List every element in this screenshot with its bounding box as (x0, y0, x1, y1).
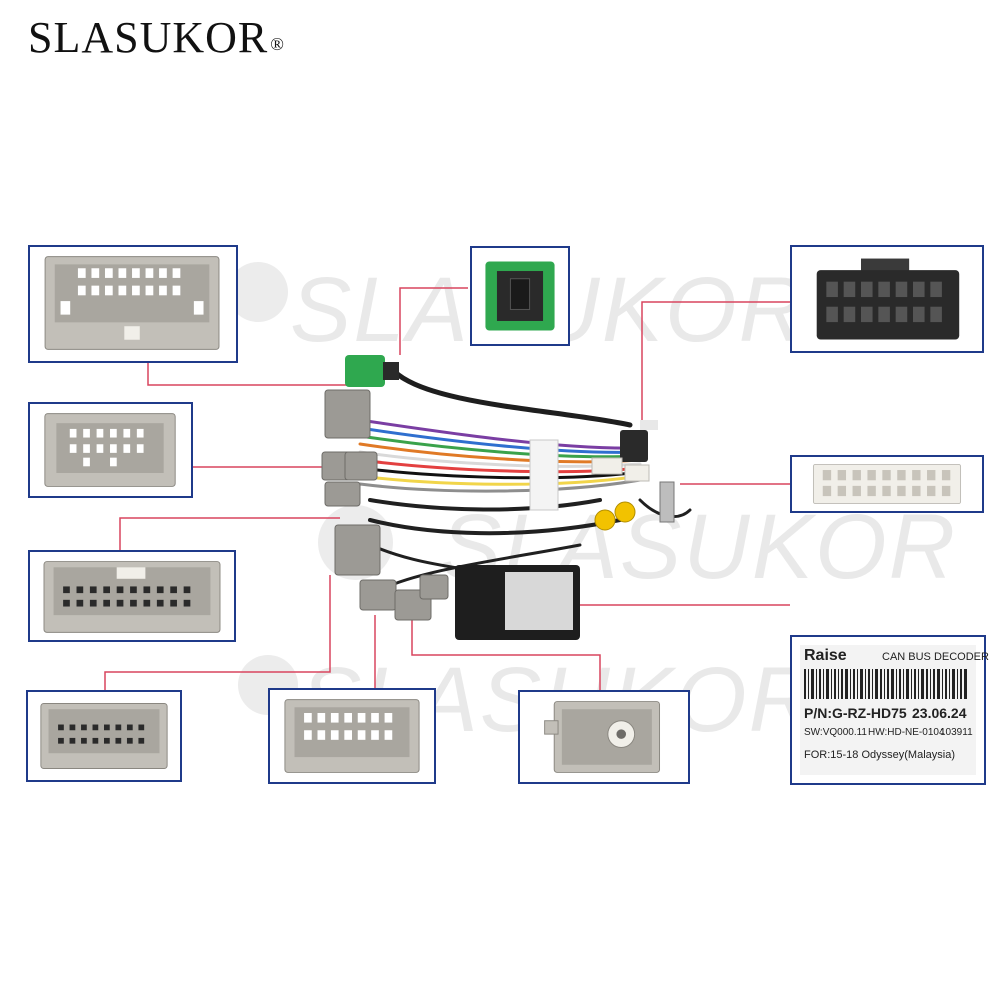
panel-connector-green (470, 246, 570, 346)
panel-connector-gray-antenna (518, 690, 690, 784)
green-connector-icon (485, 261, 555, 331)
white-small-connector-1 (591, 457, 623, 475)
gray-connector-icon (44, 256, 220, 350)
decoder-label-sticker: Raise CAN BUS DECODER (800, 645, 989, 775)
decoder-date: 23.06.24 (912, 705, 967, 721)
registered-mark: ® (270, 34, 285, 54)
panel-connector-gray-24pin-top-left (28, 245, 238, 363)
panel-connector-white-24pin (790, 455, 984, 513)
panel-canbus-decoder-label: Raise CAN BUS DECODER (790, 635, 989, 785)
decoder-brand: Raise (804, 647, 847, 664)
panel-connector-black-16pin (790, 245, 984, 353)
barcode-icon (804, 669, 967, 699)
leader-lines (104, 287, 790, 690)
harness-black-connector (620, 420, 658, 462)
panel-connector-gray-20pin-bottom-left (26, 690, 182, 782)
brand-title: SLASUKOR® (28, 10, 285, 66)
decoder-hardware-version: HW:HD-NE-0104 (868, 727, 945, 738)
brand-name: SLASUKOR (28, 13, 269, 62)
watermark-logo-1 (228, 262, 288, 322)
decoder-serial: 103911 (940, 727, 973, 738)
decoder-software-version: SW:VQ000.11 (804, 727, 867, 738)
rca-yellow-connectors (594, 481, 675, 531)
gray-connector-icon (43, 561, 221, 633)
panel-connector-gray-20pin-left (28, 402, 193, 498)
decoder-part-number: P/N:G-RZ-HD75 (804, 705, 907, 721)
black-connector-icon (816, 258, 960, 340)
wire-tag (529, 439, 559, 511)
green-connector (345, 355, 399, 387)
white-small-connector-2 (624, 464, 650, 482)
panel-connector-gray-28pin-left (28, 550, 236, 642)
decoder-type: CAN BUS DECODER (882, 651, 989, 663)
gray-connector-icon (284, 699, 420, 773)
harness-gray-connectors (321, 389, 449, 621)
decoder-application: FOR:15-18 Odyssey(Malaysia) (804, 749, 955, 761)
white-connector-icon (812, 463, 962, 505)
antenna-connector-icon (544, 701, 661, 773)
gray-connector-icon (44, 413, 176, 487)
panel-connector-gray-20pin-bottom-center (268, 688, 436, 784)
canbus-decoder-box (455, 565, 580, 640)
gray-connector-icon (40, 703, 168, 769)
